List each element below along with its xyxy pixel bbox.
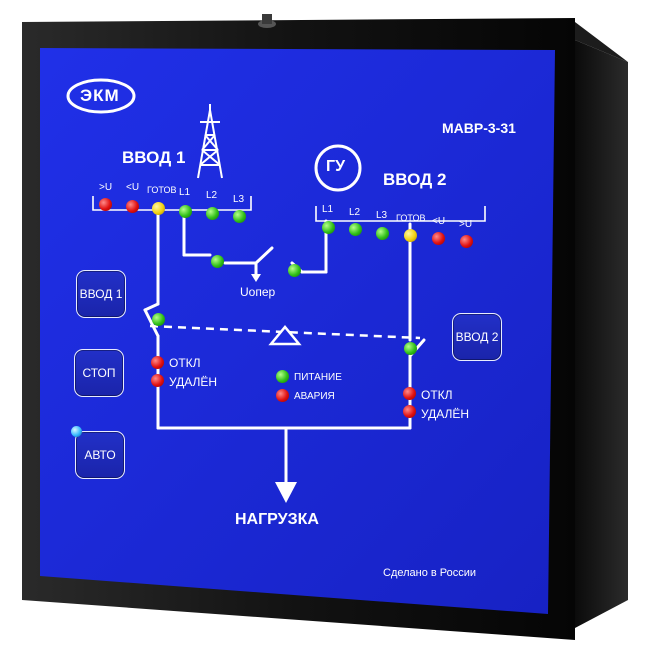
uoper-right-led (288, 264, 301, 277)
input1-title: ВВОД 1 (122, 148, 186, 167)
left-remote-label: УДАЛЁН (169, 375, 218, 389)
input2-ready-led (404, 229, 417, 242)
input1-undervoltage-led (126, 200, 139, 213)
input1-led-ready-label: ГОТОВ (147, 185, 177, 195)
generator-label: ГУ (326, 158, 346, 175)
input1-led-l3-label: L3 (233, 194, 245, 205)
right-remote-led (403, 405, 416, 418)
load-label: НАГРУЗКА (235, 511, 319, 528)
left-off-label: ОТКЛ (169, 356, 201, 370)
uoper-arrow (251, 274, 261, 282)
input2-button[interactable]: ВВОД 2 (452, 313, 502, 361)
input2-led-overvoltage-label: >U (459, 219, 473, 230)
input2-led-undervoltage-label: <U (432, 216, 446, 227)
input2-led-ready-label: ГОТОВ (396, 213, 426, 223)
stop-button[interactable]: СТОП (74, 349, 124, 397)
brand-logo: ЭКМ (80, 86, 120, 105)
left-off-led (151, 356, 164, 369)
alarm-label: АВАРИЯ (294, 391, 335, 402)
input2-l3-led (376, 227, 389, 240)
switch1-led (152, 313, 165, 326)
model-label: МАВР-3-31 (442, 120, 516, 136)
input1-l2-led (206, 207, 219, 220)
input2-l2-led (349, 223, 362, 236)
input1-overvoltage-led (99, 198, 112, 211)
input1-button[interactable]: ВВОД 1 (76, 270, 126, 318)
input1-ready-led (152, 202, 165, 215)
generator-circle (314, 144, 362, 192)
input1-l3-led (233, 210, 246, 223)
left-remote-led (151, 374, 164, 387)
input2-led-l1-label: L1 (322, 204, 334, 215)
input2-led-bracket (315, 206, 486, 222)
input1-led-overvoltage-label: >U (99, 182, 113, 193)
interlock-triangle (268, 325, 302, 346)
uoper-left-led (211, 255, 224, 268)
logo-oval (66, 78, 136, 114)
input1-led-l2-label: L2 (206, 190, 218, 201)
input2-title: ВВОД 2 (383, 170, 447, 189)
blue-panel (40, 48, 555, 614)
input2-undervoltage-led (432, 232, 445, 245)
uoper-label: Uопер (240, 285, 276, 299)
input2-led-l2-label: L2 (349, 207, 361, 218)
input1-led-bracket (92, 196, 252, 211)
input1-l1-led (179, 205, 192, 218)
interlock-line (149, 324, 421, 340)
input2-l1-led (322, 221, 335, 234)
load-arrow (275, 482, 297, 503)
input1-led-undervoltage-label: <U (126, 182, 140, 193)
right-off-label: ОТКЛ (421, 388, 453, 402)
housing-side (575, 40, 628, 628)
power-led (276, 370, 289, 383)
tower-icon (197, 104, 223, 179)
input2-led-l3-label: L3 (376, 210, 388, 221)
switch2-led (404, 342, 417, 355)
input1-led-l1-label: L1 (179, 187, 191, 198)
auto-button[interactable]: АВТО (75, 431, 125, 479)
made-in-russia-label: Сделано в России (383, 567, 477, 579)
power-label: ПИТАНИЕ (294, 372, 342, 383)
auto-indicator-led (71, 426, 82, 437)
right-off-led (403, 387, 416, 400)
right-remote-label: УДАЛЁН (421, 407, 470, 421)
alarm-led (276, 389, 289, 402)
input2-overvoltage-led (460, 235, 473, 248)
